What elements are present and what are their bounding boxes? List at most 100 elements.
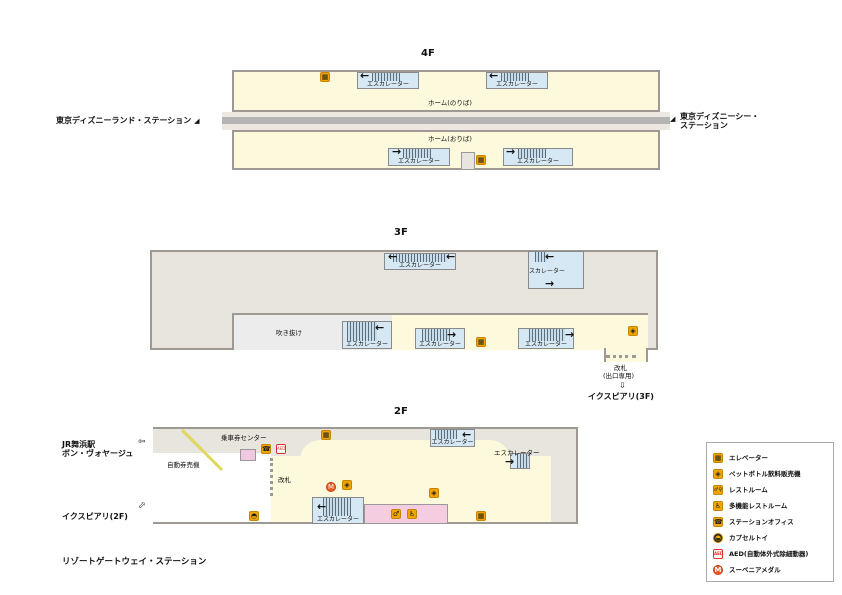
restroom-area[interactable] — [364, 504, 448, 524]
legend-label: レストルーム — [729, 486, 768, 494]
arrow-left-icon: ← — [462, 428, 472, 441]
arrow-left-icon: ← — [317, 500, 327, 513]
arrow-left-icon: ← — [375, 321, 385, 334]
legend: ▦ エレベーター ◈ ペットボトル飲料販売機 ♂♀ レストルーム ♿ 多機能レストルーム… — [706, 442, 834, 582]
arrow-right-icon: → — [565, 328, 575, 341]
escalator-label: エスカレーター — [416, 341, 464, 348]
escalator: エスカレーター — [528, 251, 584, 289]
elevator-icon[interactable]: ▦ — [476, 155, 486, 165]
legend-label: ステーションオフィス — [729, 518, 794, 526]
station-office-icon[interactable]: ☎ — [261, 444, 271, 454]
platform-boarding[interactable] — [232, 70, 660, 112]
legend-label: 多機能レストルーム — [729, 502, 788, 510]
legend-label: ペットボトル飲料販売機 — [729, 470, 801, 478]
legend-label: カプセルトイ — [729, 534, 768, 542]
elevator-icon: ▦ — [713, 453, 723, 463]
elevator-icon[interactable]: ▦ — [476, 511, 486, 521]
destination-disneyland-station[interactable]: 東京ディズニーランド・ステーション ◢ — [56, 116, 200, 125]
free-area-2f — [153, 453, 271, 522]
escalator-label: エスカレーター — [504, 158, 572, 165]
atrium-label: 吹き抜け — [276, 329, 302, 337]
arrow-right-icon: → — [545, 277, 555, 290]
vending-machine-icon[interactable]: ◈ — [429, 488, 439, 498]
escalator: エスカレーター — [430, 429, 475, 447]
arrow-right-icon: → — [506, 145, 516, 158]
arrow-left-icon: ← — [489, 69, 499, 82]
floor-label-2f: 2F — [394, 406, 408, 417]
gate-label: 改札 — [278, 476, 291, 484]
accessible-restroom-icon: ♿ — [713, 501, 723, 511]
legend-item-station-office: ☎ ステーションオフィス — [713, 516, 794, 527]
destination-ikspiari-2f[interactable]: イクスピアリ(2F) — [62, 512, 128, 521]
floor-label-3f: 3F — [394, 227, 408, 238]
platform-boarding-label: ホーム(のりば) — [428, 99, 472, 107]
destination-jr-maihama[interactable]: JR舞浜駅 ボン・ヴォヤージュ — [62, 440, 133, 458]
souvenir-medal-icon[interactable]: M — [326, 482, 336, 492]
floor-label-4f: 4F — [421, 48, 435, 59]
escalator — [510, 453, 530, 469]
accessible-restroom-icon[interactable]: ♿ — [407, 509, 417, 519]
legend-label: AED(自動体外式除細動器) — [729, 550, 809, 558]
station-office-icon: ☎ — [713, 517, 723, 527]
destination-label-line1: JR舞浜駅 — [62, 440, 96, 449]
legend-item-vending: ◈ ペットボトル飲料販売機 — [713, 468, 801, 479]
elevator-icon[interactable]: ▦ — [320, 72, 330, 82]
escalator-label: エスカレーター — [343, 341, 391, 348]
escalator-label: エスカレーター — [529, 268, 566, 275]
paid-area-2f-upper — [300, 440, 510, 460]
elevator-icon[interactable]: ▦ — [321, 430, 331, 440]
ticket-gate-line — [270, 458, 273, 496]
arrow-left-outline-icon: ⇦ — [138, 437, 146, 447]
arrow-left-icon: ← — [360, 69, 370, 82]
legend-item-aed: AED AED(自動体外式除細動器) — [713, 548, 808, 559]
escalator: エスカレーター — [415, 328, 465, 349]
vending-machine-icon: ◈ — [713, 469, 723, 479]
arrow-right-icon: → — [447, 328, 457, 341]
destination-label-line1: 東京ディズニーシー・ — [680, 112, 760, 121]
platform-alighting-label: ホーム(おりば) — [428, 135, 472, 143]
ticket-machines-label: 自動券売機 — [167, 461, 200, 469]
arrow-right-icon: → — [505, 455, 515, 468]
escalator-label: エスカレーター — [389, 158, 449, 165]
escalator: エスカレーター — [342, 321, 392, 349]
legend-item-capsule-toy: ◓ カプセルトイ — [713, 532, 768, 543]
arrow-left-icon: ← — [446, 250, 456, 263]
escalator-label: エスカレーター — [519, 341, 573, 348]
legend-label: スーベニアメダル — [729, 566, 781, 574]
destination-ikspiari-3f[interactable]: イクスピアリ(3F) — [588, 392, 654, 401]
gate-label: 改札 — [614, 364, 627, 372]
ticket-machine-wall — [180, 428, 224, 472]
escalator: エスカレーター — [486, 72, 548, 89]
restroom-icon: ♂♀ — [713, 485, 723, 495]
arrow-right-icon: → — [392, 145, 402, 158]
capsule-toy-icon: ◓ — [713, 533, 723, 543]
gate-label-exit-only: (出口専用) — [603, 372, 635, 380]
arrow-left-icon: ← — [388, 250, 398, 263]
ticket-center-label: 乗車券センター — [221, 434, 267, 442]
track-line — [222, 117, 670, 124]
escalator-label: エスカレーター — [358, 81, 418, 88]
vending-machine-icon[interactable]: ◈ — [342, 480, 352, 490]
capsule-toy-icon[interactable]: ◓ — [249, 511, 259, 521]
vending-machine-icon[interactable]: ◈ — [628, 326, 638, 336]
escalator-label: エスカレーター — [385, 262, 455, 269]
aed-icon: AED — [713, 549, 723, 559]
destination-disneysea-station[interactable]: ◢ 東京ディズニーシー・ ステーション — [670, 112, 760, 130]
arrow-left-icon: ← — [545, 250, 555, 263]
escalator-label: エスカレーター — [487, 81, 547, 88]
elevator-shaft — [461, 152, 475, 170]
station-name: リゾートゲートウェイ・ステーション — [62, 557, 207, 567]
restroom-icon[interactable]: ♂ — [391, 509, 401, 519]
escalator: エスカレーター — [357, 72, 419, 89]
elevator-icon[interactable]: ▦ — [476, 337, 486, 347]
legend-label: エレベーター — [729, 454, 768, 462]
escalator: エスカレーター — [312, 497, 364, 524]
destination-label: 東京ディズニーランド・ステーション — [56, 116, 192, 125]
escalator: エスカレーター — [503, 148, 573, 166]
destination-label-line2: ボン・ヴォヤージュ — [62, 449, 134, 458]
destination-label-line2: ステーション — [680, 121, 728, 130]
arrow-up-left-icon: ⬀ — [138, 501, 146, 511]
aed-icon[interactable]: AED — [276, 444, 286, 454]
ticket-center[interactable] — [240, 449, 256, 461]
escalator-label: エスカレーター — [431, 439, 474, 446]
